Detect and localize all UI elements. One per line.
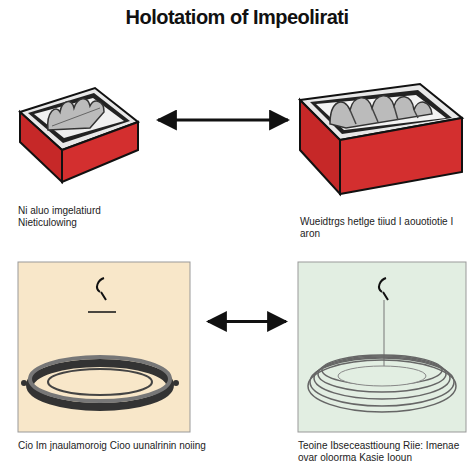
panel-caption: Ni aluo imgelatiurd Nieticulowing: [18, 205, 143, 229]
figure-panel: Wueidtrgs hetlge tiiud I aouotiotie I ar…: [300, 82, 462, 196]
panel-caption: Wueidtrgs hetlge tiiud I aouotiotie I ar…: [300, 216, 460, 240]
panel-caption: Teoine Ibseceasttioung Riie: Imenae ovar…: [298, 440, 468, 464]
tray-left: [20, 88, 138, 182]
figure-panel: Cio Im jnaulamoroig Cioo uunalrinin noii…: [18, 262, 190, 432]
tray-right: [300, 84, 462, 194]
panel-left: [18, 262, 190, 432]
double-arrow: [158, 119, 288, 122]
title: Holotatiom of Impeolirati: [0, 6, 474, 29]
figure-panel: Teoine Ibseceasttioung Riie: Imenae ovar…: [298, 262, 466, 432]
panel-caption: Cio Im jnaulamoroig Cioo uunalrinin noii…: [18, 440, 208, 452]
panel-right: [298, 262, 466, 432]
figure-panel: Ni aluo imgelatiurd Nieticulowing: [18, 85, 140, 185]
double-arrow: [208, 320, 286, 323]
